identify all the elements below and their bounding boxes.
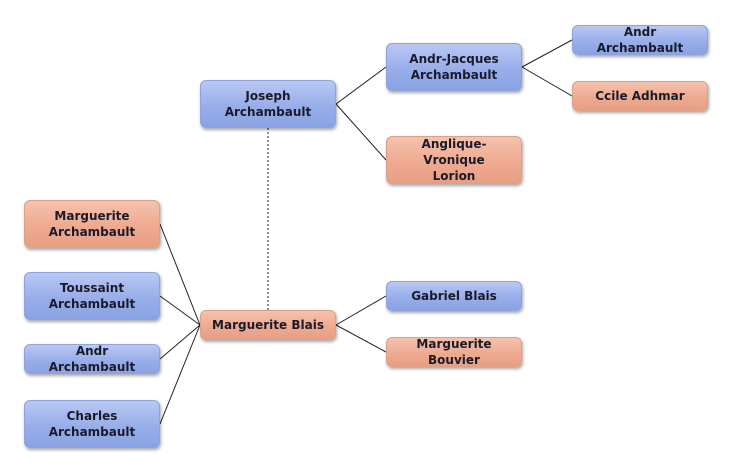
connector-andr-jacques-ccile <box>521 66 573 97</box>
connector-child-charles <box>159 324 201 425</box>
node-andr-jacques-archambault[interactable]: Andr-Jacques Archambault <box>386 43 522 91</box>
connector-marg-blais-bouvier <box>335 324 387 353</box>
node-gabriel-blais[interactable]: Gabriel Blais <box>386 281 522 311</box>
connector-andr-jacques-andr <box>521 39 573 68</box>
node-marguerite-bouvier[interactable]: Marguerite Bouvier <box>386 337 522 367</box>
connector-joseph-andr-jacques <box>335 66 387 105</box>
connector-marg-blais-gabriel <box>335 295 387 326</box>
node-andr-archambault-top[interactable]: Andr Archambault <box>572 25 708 55</box>
node-toussaint-archambault[interactable]: Toussaint Archambault <box>24 272 160 320</box>
node-anglique-vronique-lorion[interactable]: Anglique-Vronique Lorion <box>386 136 522 184</box>
node-marguerite-archambault[interactable]: Marguerite Archambault <box>24 200 160 248</box>
node-andr-archambault-bottom[interactable]: Andr Archambault <box>24 344 160 374</box>
connector-child-marguerite-archambault <box>159 223 201 326</box>
connector-child-toussaint <box>159 295 201 326</box>
node-charles-archambault[interactable]: Charles Archambault <box>24 400 160 448</box>
node-joseph-archambault[interactable]: Joseph Archambault <box>200 80 336 128</box>
node-marguerite-blais[interactable]: Marguerite Blais <box>200 310 336 340</box>
node-ccile-adhmar[interactable]: Ccile Adhmar <box>572 81 708 111</box>
connector-child-andr <box>159 324 201 360</box>
connector-joseph-anglique <box>335 103 387 161</box>
